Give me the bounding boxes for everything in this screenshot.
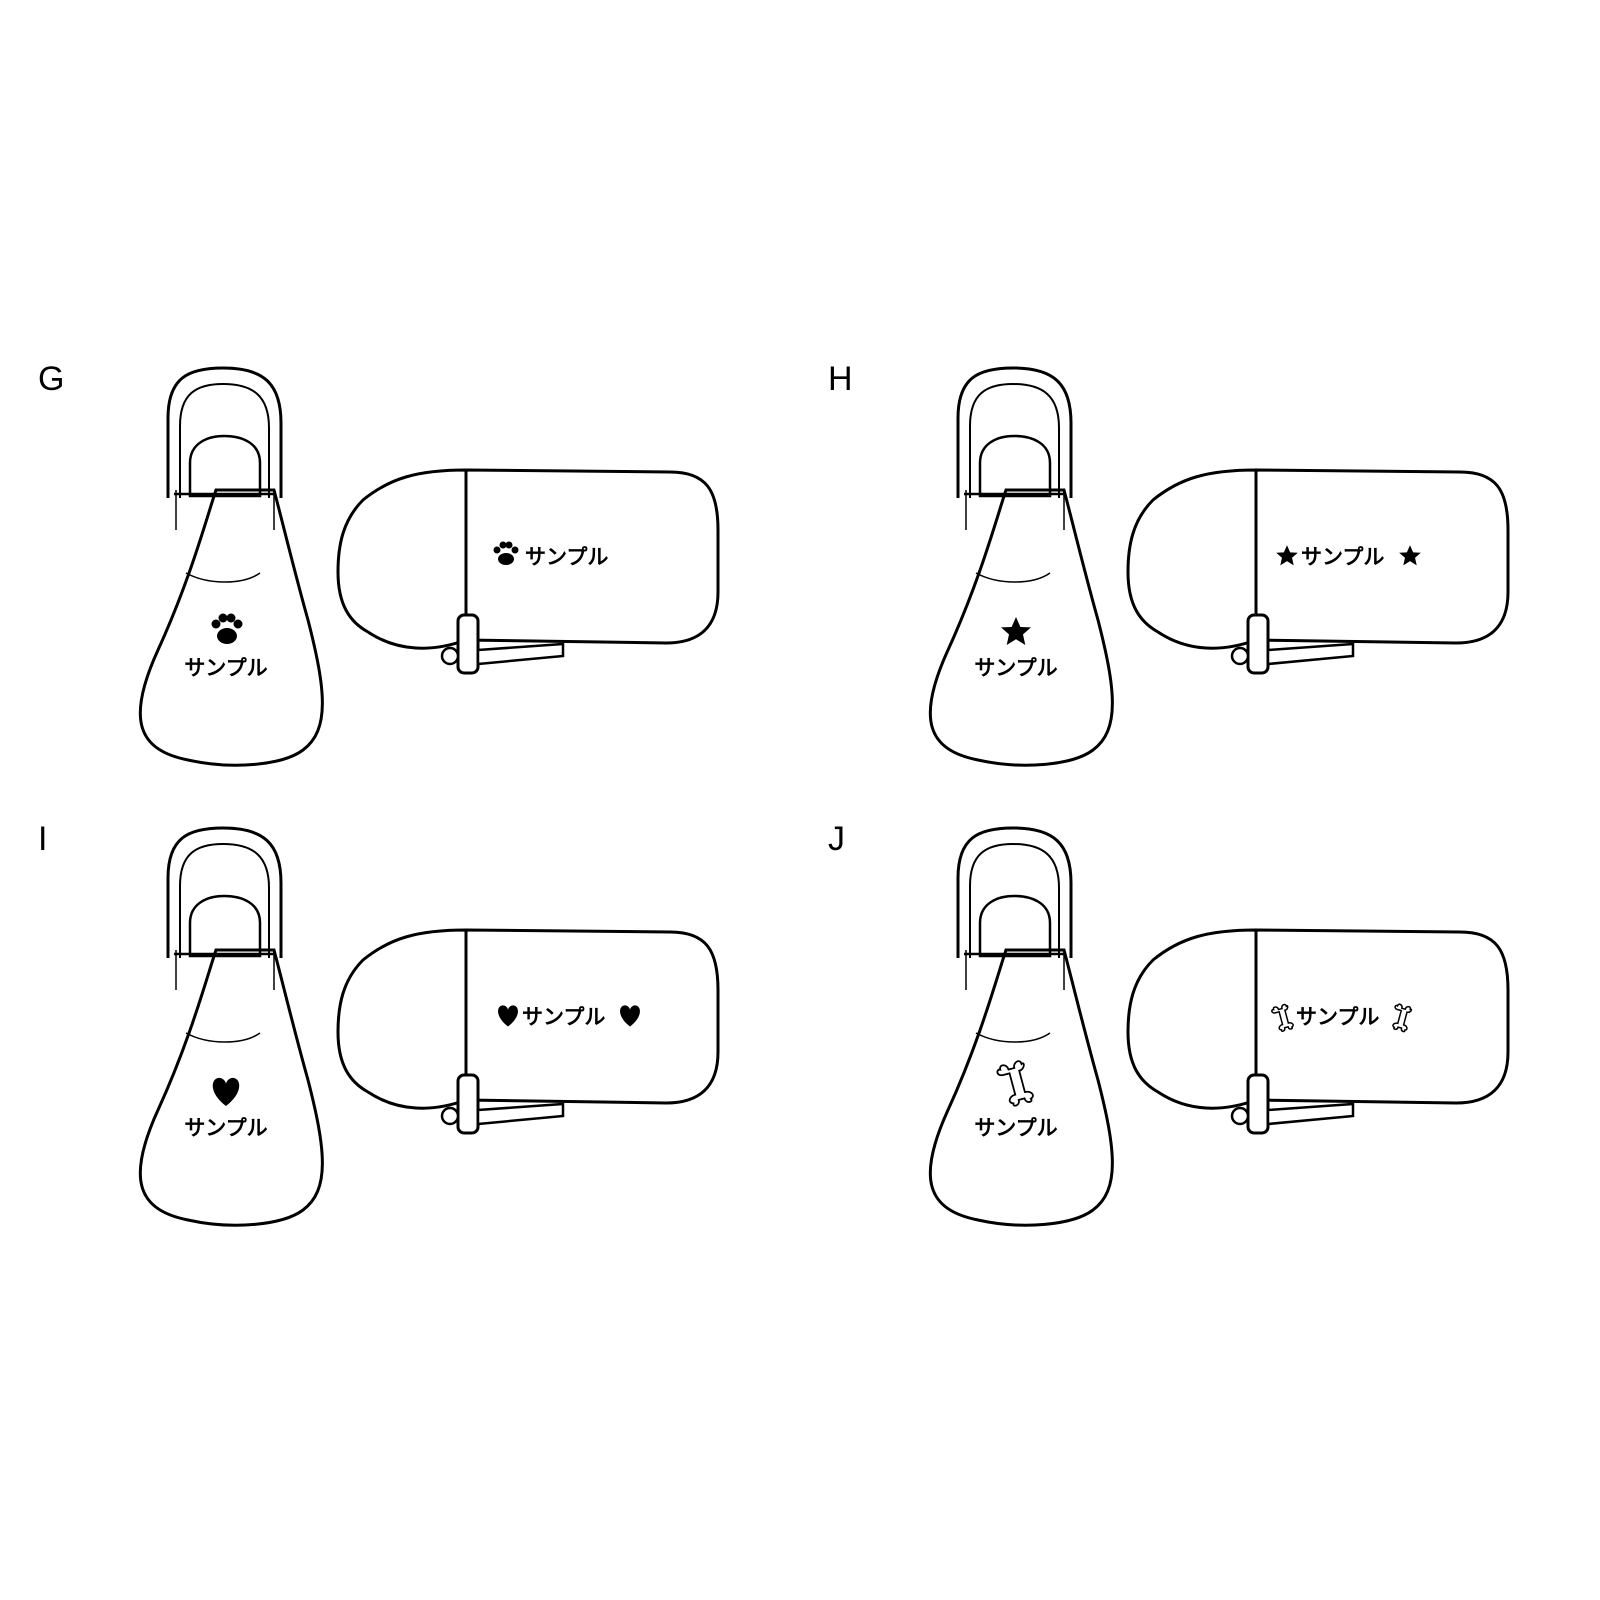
front-engraving-text: サンプル <box>184 656 267 680</box>
bottle-cup <box>978 894 1052 958</box>
bottle-body <box>138 488 324 767</box>
side-knob <box>1230 646 1250 666</box>
side-lanyard <box>1266 642 1355 666</box>
bottle-cup <box>188 894 262 958</box>
variant-letter: J <box>828 820 845 858</box>
bottle-handle <box>956 826 1073 958</box>
variant-letter: I <box>38 820 48 858</box>
side-knob <box>440 1106 460 1126</box>
side-clip <box>456 613 480 675</box>
front-paw-icon <box>211 613 243 644</box>
side-lanyard <box>476 1102 565 1126</box>
bottle-handle <box>166 826 283 958</box>
bottle-handle-inner <box>969 382 1060 498</box>
bottle-curve-line <box>185 572 261 583</box>
bottle-side: サンプル <box>336 468 720 675</box>
bottle-side: サンプル <box>1126 468 1510 675</box>
variant-letter: H <box>828 360 853 398</box>
side-clip <box>456 1073 480 1135</box>
bottle-curve-line <box>185 1032 261 1043</box>
front-heart-icon <box>212 1077 240 1106</box>
side-cap <box>464 468 720 645</box>
product-illustration: サンプル サンプル <box>928 366 1510 767</box>
side-cap <box>1254 928 1510 1105</box>
product-illustration: サンプル サンプル <box>928 826 1510 1227</box>
front-star-icon <box>1001 617 1031 645</box>
side-engraving-text: サンプル <box>1296 1005 1379 1029</box>
side-bone-icon-left <box>1271 1003 1294 1032</box>
front-engraving-text: サンプル <box>974 656 1057 680</box>
side-star-icon-right <box>1399 545 1421 566</box>
side-cap <box>464 928 720 1105</box>
side-cap <box>1254 468 1510 645</box>
bottle-curve-line <box>975 1032 1051 1043</box>
side-bone-icon-right <box>1392 1003 1413 1033</box>
side-lanyard <box>476 642 565 666</box>
bottle-front: サンプル <box>138 826 324 1227</box>
side-engraving-text: サンプル <box>1301 545 1384 569</box>
bottle-handle <box>166 366 283 498</box>
bottle-cup <box>188 434 262 498</box>
bottle-handle-inner <box>179 842 270 958</box>
side-knob <box>440 646 460 666</box>
side-heart-icon-right <box>620 1005 640 1027</box>
side-star-icon-left <box>1276 545 1298 566</box>
bottle-front: サンプル <box>928 366 1114 767</box>
bottle-handle <box>956 366 1073 498</box>
side-engraving-text: サンプル <box>525 545 608 569</box>
side-body <box>1126 468 1258 650</box>
bottle-curve-line <box>975 572 1051 583</box>
front-engraving-text: サンプル <box>184 1116 267 1140</box>
variant-h: H サンプル サンプル <box>828 360 1588 780</box>
bottle-side: サンプル <box>336 928 720 1135</box>
side-engraving-text: サンプル <box>522 1005 605 1029</box>
bottle-front: サンプル <box>138 366 324 767</box>
front-bone-icon <box>996 1060 1034 1107</box>
side-body <box>336 468 468 650</box>
bottle-side: サンプル <box>1126 928 1510 1135</box>
side-body <box>336 928 468 1110</box>
bottle-handle-inner <box>179 382 270 498</box>
side-lanyard <box>1266 1102 1355 1126</box>
front-engraving-text: サンプル <box>974 1116 1057 1140</box>
side-heart-icon-left <box>498 1005 518 1027</box>
side-clip <box>1246 613 1270 675</box>
side-knob <box>1230 1106 1250 1126</box>
variant-letter: G <box>38 360 65 398</box>
side-paw-icon <box>493 541 519 565</box>
bottle-front: サンプル <box>928 826 1114 1227</box>
variant-g: G サンプル <box>38 360 798 780</box>
bottle-handle-inner <box>969 842 1060 958</box>
side-body <box>1126 928 1258 1110</box>
side-clip <box>1246 1073 1270 1135</box>
product-illustration: サンプル サンプル <box>138 366 720 767</box>
variant-i: I サンプル サンプル <box>38 820 798 1240</box>
bottle-cup <box>978 434 1052 498</box>
product-illustration: サンプル サンプル <box>138 826 720 1227</box>
variant-j: J サンプル <box>828 820 1588 1240</box>
